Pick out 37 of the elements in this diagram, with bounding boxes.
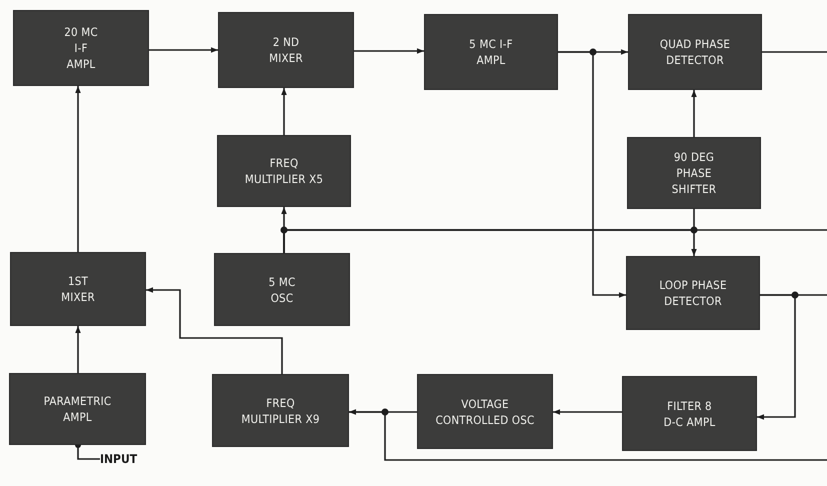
connector-arrow (75, 86, 81, 252)
block (622, 376, 757, 451)
block (218, 12, 354, 88)
block (217, 135, 351, 207)
block (13, 10, 149, 86)
block (626, 256, 760, 330)
block (9, 373, 146, 445)
block (424, 14, 558, 90)
block (212, 374, 349, 447)
block-label: VOLTAGE CONTROLLED OSC (435, 396, 535, 428)
block (214, 253, 350, 326)
connector-arrow (75, 326, 81, 373)
block-label: FILTER 8 D-C AMPL (664, 398, 716, 430)
connector-arrow (691, 90, 697, 137)
block-label: 5 MC OSC (268, 274, 296, 306)
connector-arrow (553, 409, 622, 415)
block-label: FREQ MULTIPLIER X9 (240, 394, 321, 426)
block (627, 137, 761, 209)
block-label: FREQ MULTIPLIER X5 (244, 155, 324, 187)
block-label: 1ST MIXER (60, 273, 96, 305)
block (10, 252, 146, 326)
connector-arrow (281, 88, 287, 135)
connector-arrow (354, 48, 424, 54)
block (628, 14, 762, 90)
block-label: 90 DEG PHASE SHIFTER (670, 149, 718, 197)
block-label: 2 ND MIXER (268, 34, 304, 66)
connector-arrow (149, 47, 218, 53)
block-label: 5 MC I-F AMPL (469, 36, 513, 68)
block-label: 20 MC I-F AMPL (63, 24, 99, 72)
block (417, 374, 553, 449)
connector-arrow (558, 51, 626, 298)
signal-label: INPUT (100, 452, 138, 466)
connector-arrow (146, 287, 283, 374)
block-label: PARAMETRIC AMPL (42, 393, 112, 425)
block-label: QUAD PHASE DETECTOR (658, 36, 732, 68)
block-label: LOOP PHASE DETECTOR (658, 277, 728, 309)
connector-arrow (349, 409, 827, 461)
